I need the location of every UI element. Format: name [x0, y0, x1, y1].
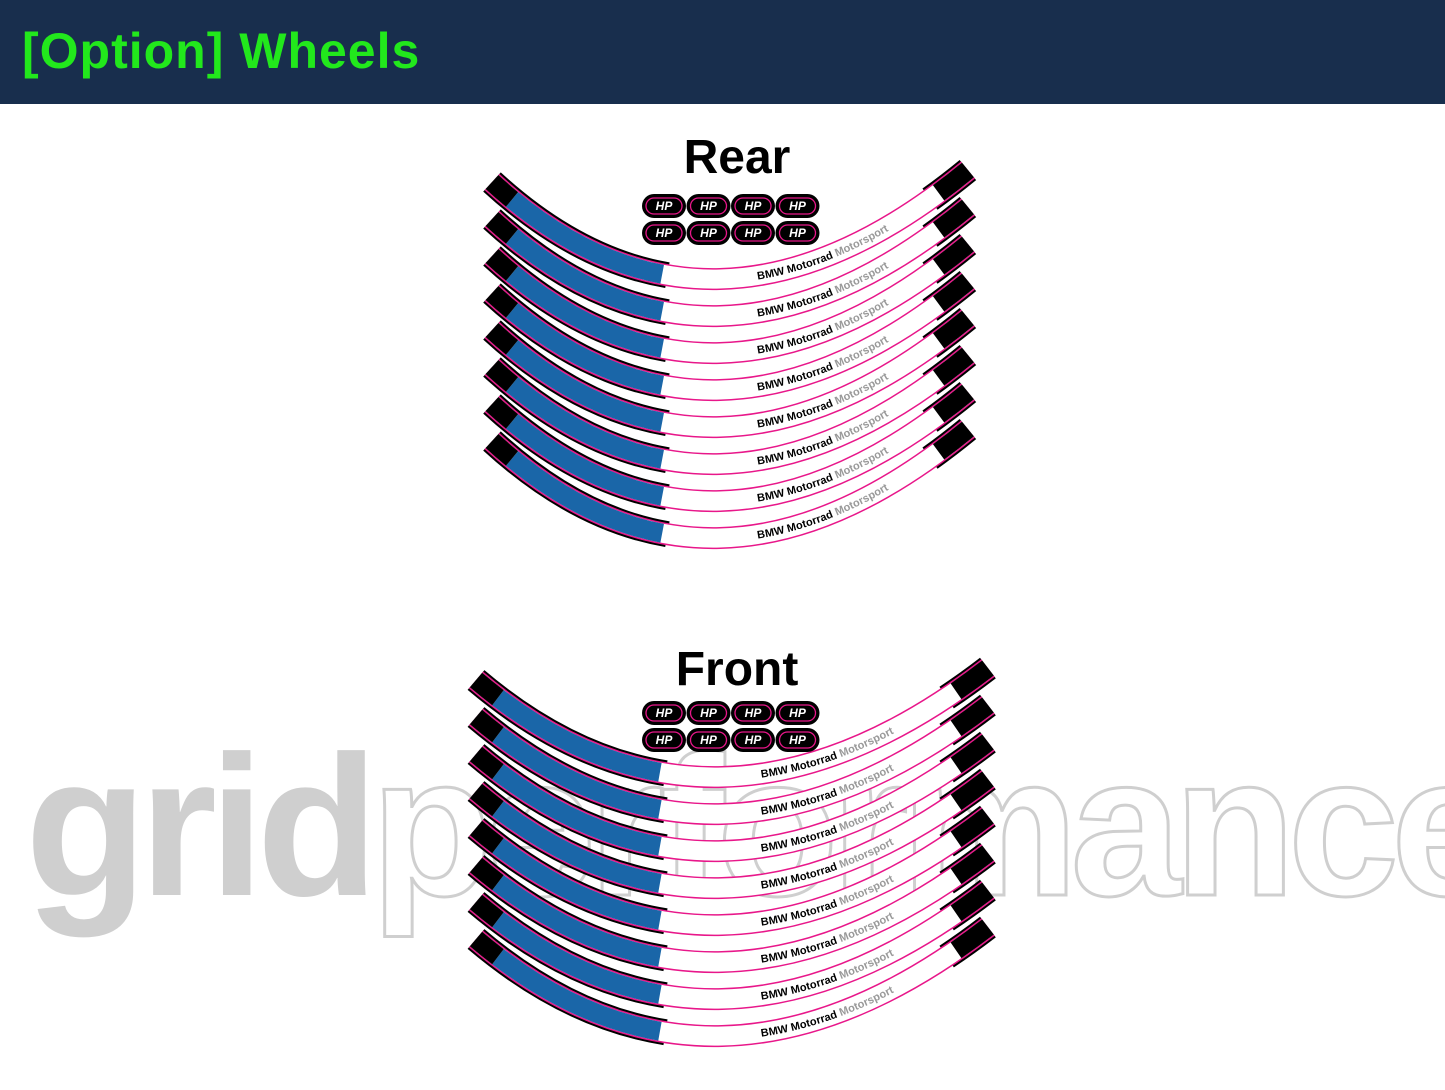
svg-text:HP: HP [789, 706, 807, 720]
hp-badge: HP [642, 701, 686, 725]
blue-segment [469, 734, 994, 861]
blue-segment [469, 660, 994, 787]
hp-badge: HP [731, 221, 775, 245]
blue-segment [469, 808, 994, 935]
svg-text:HP: HP [745, 706, 763, 720]
rim-stripe: BMW Motorrad Motorsport [467, 694, 996, 828]
hp-badge: HP [686, 221, 731, 245]
hp-badges: HP HP HP HP HP HP HP HP [642, 701, 820, 752]
hp-badge: HP [731, 194, 775, 218]
rim-stripe: BMW Motorrad Motorsport [483, 418, 977, 552]
blue-segment [469, 697, 994, 824]
svg-text:HP: HP [745, 226, 763, 240]
svg-text:HP: HP [745, 733, 763, 747]
watermark-solid: grid [25, 715, 371, 938]
rim-stripe: BMW Motorrad Motorsport [483, 344, 977, 478]
hp-badge: HP [775, 221, 820, 245]
svg-text:HP: HP [656, 733, 674, 747]
section-label-front: Front [675, 643, 799, 696]
blue-segment [485, 421, 975, 548]
svg-text:HP: HP [789, 199, 807, 213]
hp-badge: HP [686, 728, 731, 752]
hp-badge: HP [731, 728, 775, 752]
rim-stripe: BMW Motorrad Motorsport [467, 805, 996, 939]
svg-text:HP: HP [656, 706, 674, 720]
svg-text:HP: HP [700, 199, 718, 213]
svg-text:HP: HP [656, 199, 674, 213]
blue-segment [469, 919, 994, 1046]
svg-text:HP: HP [700, 733, 718, 747]
rim-stripe: BMW Motorrad Motorsport [467, 879, 996, 1013]
hp-badge: HP [642, 728, 686, 752]
blue-segment [485, 273, 975, 400]
svg-text:HP: HP [700, 226, 718, 240]
svg-text:HP: HP [789, 733, 807, 747]
blue-segment [485, 236, 975, 363]
hp-badges: HP HP HP HP HP HP HP HP [642, 194, 820, 245]
hp-badge: HP [775, 194, 820, 218]
rim-stripe: BMW Motorrad Motorsport [467, 842, 996, 976]
svg-text:HP: HP [656, 226, 674, 240]
blue-segment [485, 384, 975, 511]
page-title: [Option] Wheels [22, 23, 421, 79]
hp-badge: HP [642, 221, 686, 245]
header-bar: [Option] Wheels [0, 0, 1445, 104]
hp-badge: HP [642, 194, 686, 218]
section-label-rear: Rear [683, 131, 791, 184]
svg-text:HP: HP [789, 226, 807, 240]
hp-badge: HP [731, 701, 775, 725]
blue-segment [485, 347, 975, 474]
blue-segment [485, 310, 975, 437]
blue-segment [469, 882, 994, 1009]
svg-text:HP: HP [745, 199, 763, 213]
hp-badge: HP [686, 701, 731, 725]
blue-segment [485, 162, 975, 289]
svg-text:HP: HP [700, 706, 718, 720]
rim-stripe: BMW Motorrad Motorsport [483, 381, 977, 515]
hp-badge: HP [775, 701, 820, 725]
blue-segment [469, 771, 994, 898]
blue-segment [485, 199, 975, 326]
blue-segment [469, 845, 994, 972]
rim-stripe: BMW Motorrad Motorsport [467, 731, 996, 865]
hp-badge: HP [775, 728, 820, 752]
hp-badge: HP [686, 194, 731, 218]
